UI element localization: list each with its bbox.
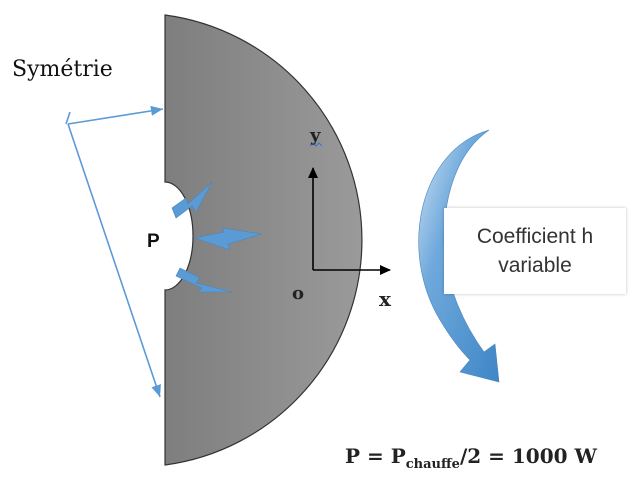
origin-label: o xyxy=(292,283,304,304)
symmetry-tick xyxy=(65,111,71,125)
coefficient-variable-label: variable xyxy=(498,254,572,277)
symmetry-label: Symétrie xyxy=(12,57,113,82)
lightning-icon xyxy=(171,181,213,219)
convection-arrow xyxy=(418,129,500,383)
coefficient-box: Coefficient h variable xyxy=(444,208,626,294)
formula-lhs: P = P xyxy=(345,444,406,468)
lightning-icons xyxy=(171,181,263,293)
lightning-icon xyxy=(193,227,263,251)
power-formula: P = Pchauffe/2 = 1000 W xyxy=(345,444,597,472)
symmetry-arrow-bottom xyxy=(67,123,161,398)
x-axis-label: x xyxy=(379,287,392,311)
formula-rhs: /2 = 1000 W xyxy=(459,444,597,468)
y-axis-label: y xyxy=(309,125,321,146)
axes xyxy=(308,167,391,275)
formula-subscript: chauffe xyxy=(405,457,460,472)
half-disc-body xyxy=(164,14,363,466)
symmetry-arrows xyxy=(65,105,164,398)
power-label: P xyxy=(147,231,160,252)
y-label-underline xyxy=(309,142,323,147)
coefficient-label: Coefficient h xyxy=(476,224,594,248)
symmetry-arrow-top xyxy=(67,105,164,125)
lightning-icon xyxy=(175,267,233,293)
